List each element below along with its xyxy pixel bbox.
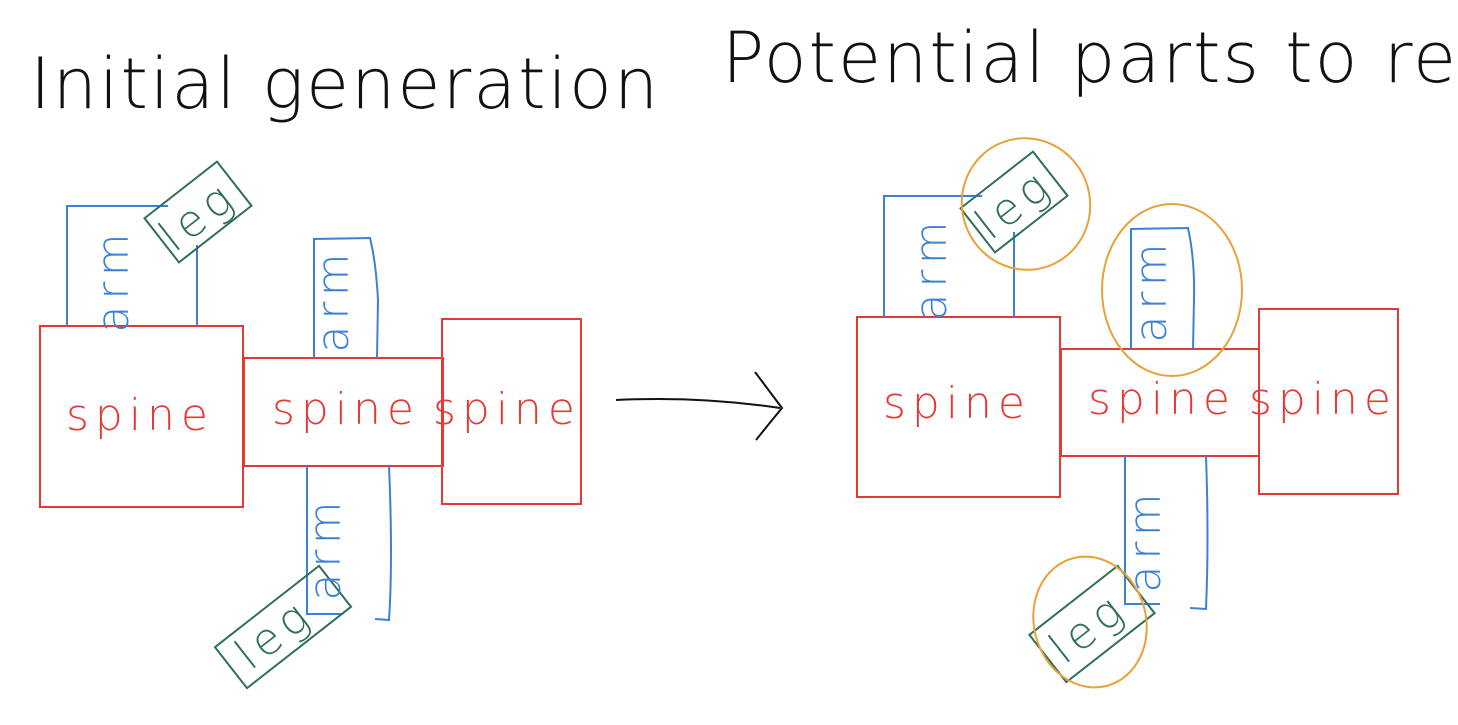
- left-panel: spine spine spine arm arm arm leg leg: [39, 160, 582, 690]
- right-spine-3: [1258, 308, 1399, 495]
- right-arm-1: [883, 195, 1015, 317]
- left-arm-2: [313, 236, 380, 359]
- right-leg-1: [959, 150, 1069, 254]
- left-arm-1: [66, 205, 198, 326]
- right-spine-2-label: spine: [1088, 374, 1236, 425]
- left-panel-title: Initial generation: [30, 43, 660, 125]
- left-spine-3-label: spine: [433, 384, 581, 435]
- left-spine-1-label: spine: [66, 390, 214, 441]
- right-arm-1-label: arm: [906, 215, 957, 320]
- right-arm-3-label: arm: [1120, 487, 1171, 592]
- highlight-circle-leg-top: [960, 137, 1092, 271]
- left-arm-3: [306, 465, 392, 622]
- right-spine-3-label: spine: [1249, 374, 1397, 425]
- left-spine-3: [441, 318, 582, 505]
- left-leg-2: [213, 564, 353, 690]
- left-arm-3-label: arm: [300, 495, 351, 600]
- right-panel-title: Potential parts to remove: [722, 17, 1458, 99]
- left-spine-2-label: spine: [272, 384, 420, 435]
- right-leg-2-label: leg: [1040, 582, 1137, 674]
- right-arm-2: [1130, 226, 1196, 350]
- highlight-circle-arm-middle: [1101, 203, 1243, 377]
- right-panel: spine spine spine arm arm arm leg leg: [856, 137, 1399, 689]
- transition-arrow: [615, 371, 784, 441]
- left-leg-2-label: leg: [226, 588, 323, 680]
- left-leg-1-label: leg: [150, 170, 247, 262]
- right-arm-2-label: arm: [1126, 237, 1177, 342]
- right-spine-1-label: spine: [883, 378, 1031, 429]
- left-arm-1-label: arm: [88, 227, 139, 332]
- left-arm-2-label: arm: [308, 247, 359, 352]
- highlight-circle-leg-bottom: [1032, 555, 1148, 689]
- left-leg-1: [143, 160, 253, 264]
